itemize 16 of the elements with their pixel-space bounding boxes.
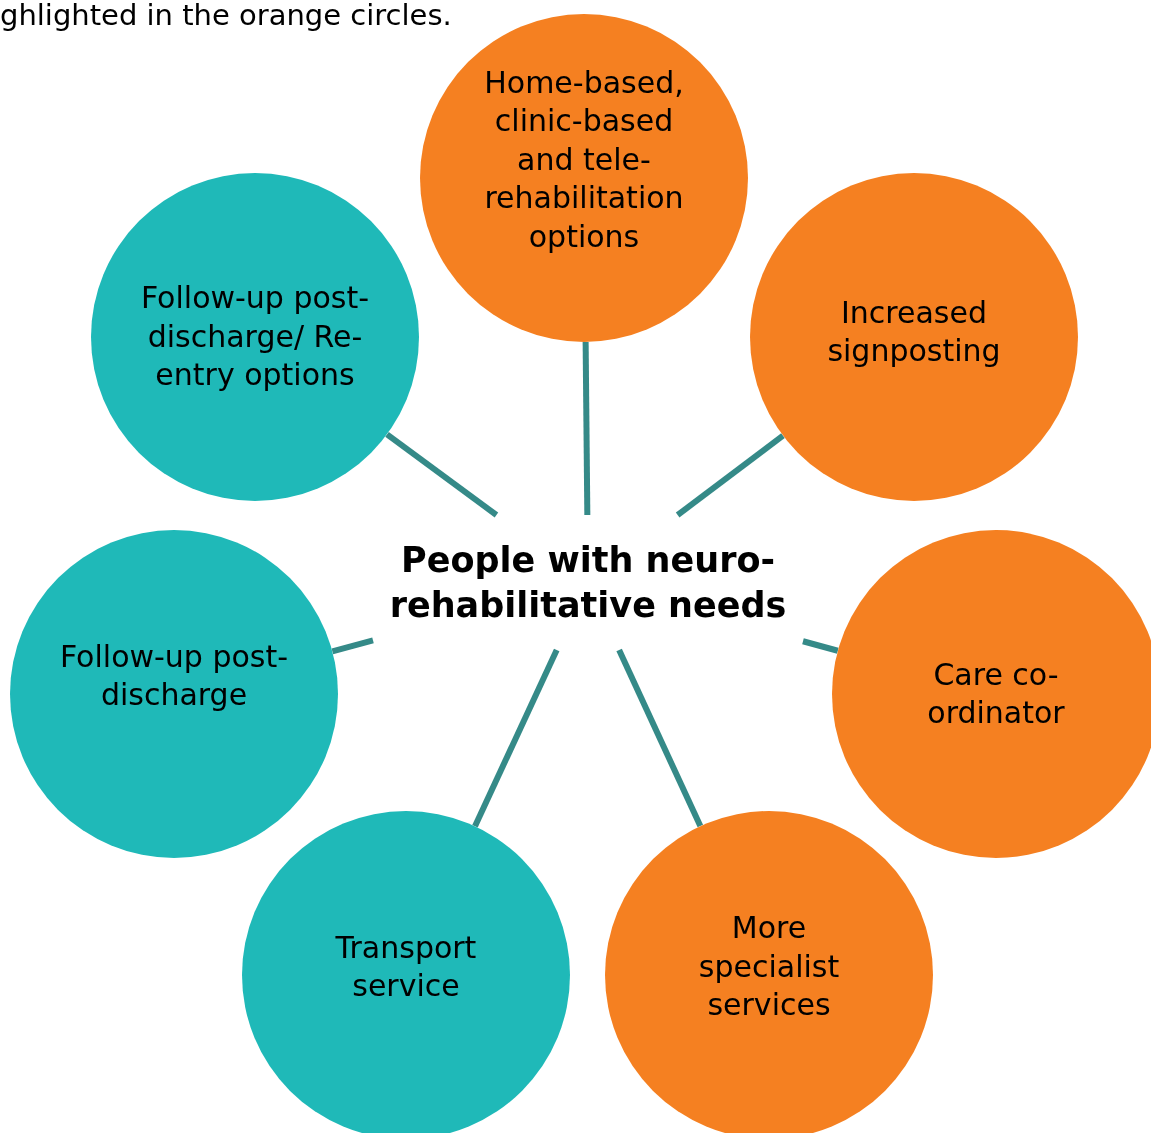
connector-line [472, 648, 560, 828]
connector-line [385, 431, 499, 518]
connector-line [331, 637, 374, 655]
center-title: People with neuro-rehabilitative needs [373, 515, 803, 650]
connector-line [675, 433, 785, 518]
circle-label: Follow-up post-discharge [58, 637, 290, 714]
circle-label: More specialist services [697, 909, 841, 1025]
circle-label: Follow-up post-discharge/ Re-entry options [139, 279, 371, 395]
circle-label: Home-based, clinic-based and tele-rehabilitation options [483, 63, 685, 256]
circle-label: Transport service [334, 928, 478, 1005]
note-text: ghlighted in the orange circles. [0, 0, 452, 33]
connector-line [802, 638, 839, 654]
connector-line [616, 648, 704, 828]
circle-label: Care co-ordinator [926, 655, 1066, 732]
circle-label: Increased signposting [826, 293, 1002, 370]
connector-line [582, 341, 591, 516]
